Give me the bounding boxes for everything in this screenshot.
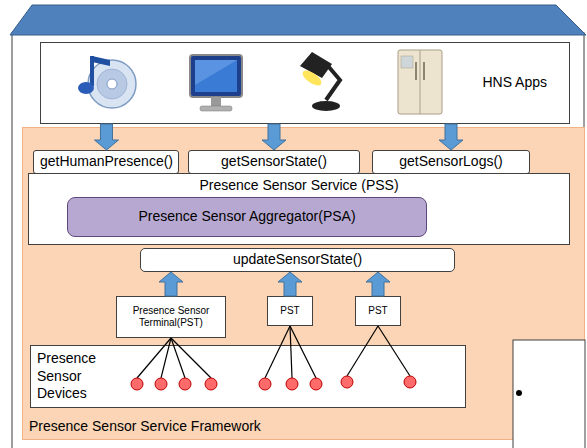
node-label: updateSensorState(): [233, 251, 362, 269]
block-arrow: [262, 124, 286, 150]
door: [513, 340, 585, 448]
node-label: Presence Sensor Aggregator(PSA): [138, 208, 355, 226]
node-label: Presence Sensor Service Framework: [29, 418, 261, 436]
method-box: getHumanPresence(): [33, 150, 179, 174]
method-box: getSensorLogs(): [372, 150, 530, 174]
house-body: [12, 33, 584, 448]
block-arrow: [94, 124, 118, 150]
sensor-wires: [137, 326, 410, 378]
block-arrow: [439, 124, 463, 150]
devices-box: Presence Sensor Devices: [30, 345, 466, 408]
lamp-icon: [300, 52, 340, 111]
block-arrow: [366, 272, 390, 296]
house-roof: [10, 5, 586, 35]
terminal-box: PST: [355, 296, 401, 326]
fridge-icon: [398, 50, 442, 114]
node-label: Presence Sensor Terminal(PST): [120, 305, 222, 329]
node-label: PST: [368, 305, 387, 318]
method-box: getSensorState(): [188, 150, 360, 174]
node-label: getHumanPresence(): [40, 153, 173, 171]
music-icon: [78, 56, 136, 108]
node-label: Presence Sensor Devices: [37, 350, 103, 403]
sensor-device-dots: [131, 376, 416, 390]
block-arrow: [159, 272, 183, 296]
monitor-icon: [190, 55, 242, 111]
terminal-box: Presence Sensor Terminal(PST): [116, 296, 226, 338]
aggregator-box: Presence Sensor Aggregator(PSA): [67, 197, 427, 237]
node-label: Presence Sensor Service (PSS): [199, 177, 398, 195]
node-label: getSensorState(): [221, 153, 327, 171]
framework-region: Presence Sensor Service Framework getHuma…: [22, 127, 585, 440]
block-arrow: [278, 272, 302, 296]
node-label: HNS Apps: [482, 74, 547, 92]
terminal-box: PST: [267, 296, 313, 326]
node-label: PST: [280, 305, 299, 318]
update-method-box: updateSensorState(): [140, 248, 455, 272]
node-label: getSensorLogs(): [399, 153, 503, 171]
service-box: Presence Sensor Service (PSS) Presence Se…: [28, 173, 570, 245]
